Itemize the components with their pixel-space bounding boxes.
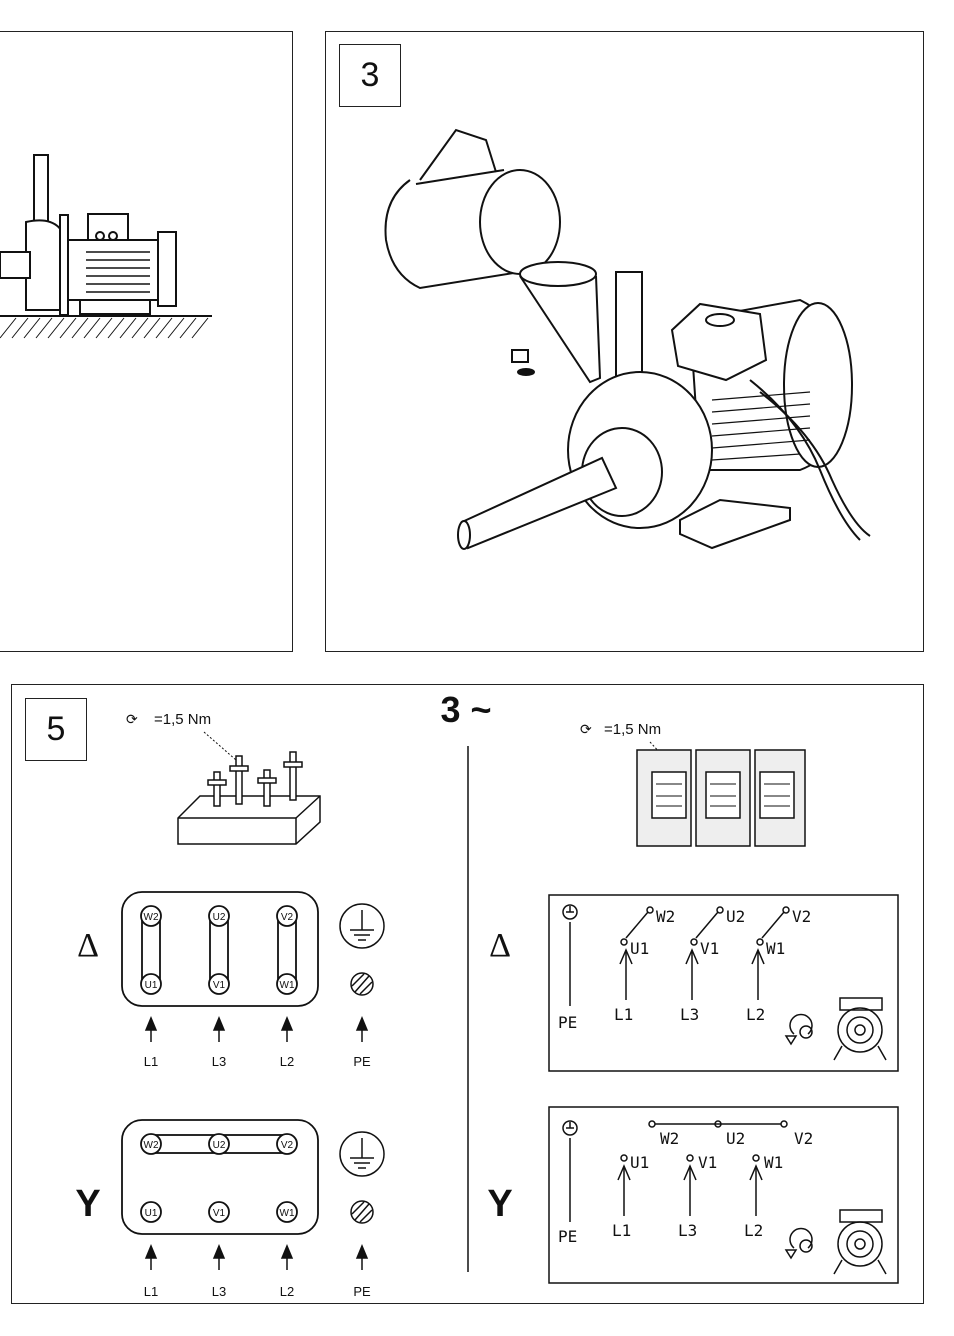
pump-on-ground-illustration [0,154,212,339]
terminal-w2: W2 [144,912,159,923]
line-l2: L2 [280,1054,294,1069]
terminal-w2: W2 [144,1140,159,1151]
line-l1: L1 [144,1054,158,1069]
motor-rotation-icon [784,997,887,1061]
switch-u2: U2 [726,907,745,926]
three-phase-title: 3 ~ [440,689,491,730]
panel-pump-installation [0,31,293,652]
switch-line-l3: L3 [680,1005,699,1024]
step-5-number: 5 [25,698,87,761]
terminal-w1: W1 [280,980,295,991]
torque-icon: ⟳ [126,711,138,727]
switch-w2: W2 [660,1129,679,1148]
step-3-number: 3 [339,44,401,107]
switch-pe: PE [558,1227,577,1246]
priming-jug-pump-illustration [384,128,871,550]
switch-w2: W2 [656,907,675,926]
panel-step-3 [325,31,924,652]
torque-left: =1,5 Nm [154,711,211,728]
delta-switch-diagram [548,894,899,1072]
switch-v2: V2 [794,1129,813,1148]
delta-terminal-board [121,891,319,1007]
switch-w1: W1 [764,1153,783,1172]
terminal-board-left-illustration [177,751,321,845]
line-pe: PE [353,1054,371,1069]
line-l3: L3 [212,1284,226,1299]
terminal-block-right-illustration [636,749,806,847]
terminal-u1: U1 [145,1208,158,1219]
terminal-v2: V2 [281,912,294,923]
terminal-u1: U1 [145,980,158,991]
switch-v2: V2 [792,907,811,926]
switch-v1: V1 [700,939,719,958]
panel-step-5 [11,684,924,1304]
terminal-w1: W1 [280,1208,295,1219]
line-l3: L3 [212,1054,226,1069]
line-l2: L2 [280,1284,294,1299]
switch-line-l2: L2 [744,1221,763,1240]
switch-line-l1: L1 [612,1221,631,1240]
terminal-u2: U2 [213,1140,226,1151]
delta-symbol-left: Δ [77,927,99,964]
switch-v1: V1 [698,1153,717,1172]
line-pe: PE [353,1284,371,1299]
star-switch-diagram [548,1106,899,1284]
star-symbol-right: Y [487,1183,512,1225]
switch-line-l2: L2 [746,1005,765,1024]
terminal-v2: V2 [281,1140,294,1151]
star-symbol-left: Y [75,1183,100,1225]
torque-right: =1,5 Nm [604,721,661,738]
switch-u1: U1 [630,1153,649,1172]
switch-line-l1: L1 [614,1005,633,1024]
terminal-v1: V1 [213,980,226,991]
line-l1: L1 [144,1284,158,1299]
ground-icon [339,1131,385,1177]
motor-rotation-icon [784,1209,887,1275]
torque-icon: ⟳ [580,721,592,737]
terminal-v1: V1 [213,1208,226,1219]
delta-symbol-right: Δ [489,927,511,964]
pe-terminal-icon [350,972,374,996]
switch-u2: U2 [726,1129,745,1148]
terminal-u2: U2 [213,912,226,923]
ground-icon [339,903,385,949]
switch-pe: PE [558,1013,577,1032]
switch-u1: U1 [630,939,649,958]
switch-w1: W1 [766,939,785,958]
switch-line-l3: L3 [678,1221,697,1240]
star-terminal-board [121,1119,319,1235]
pe-terminal-icon [350,1200,374,1224]
